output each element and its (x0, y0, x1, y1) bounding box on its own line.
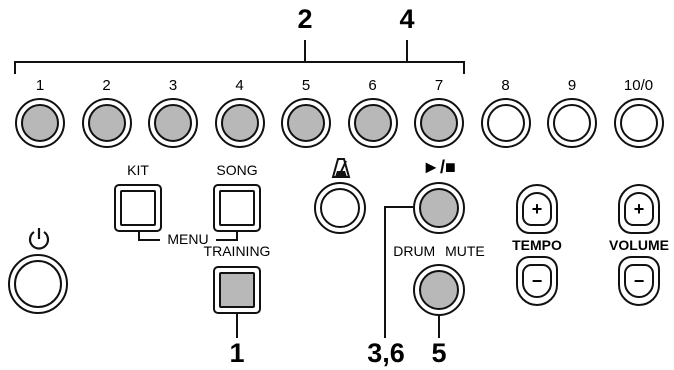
play-stop-label: ►/■ (422, 157, 456, 177)
number-pad-1[interactable] (15, 98, 65, 148)
pad-face (154, 104, 192, 142)
training-leader-line (236, 314, 238, 338)
menu-bracket-right (236, 232, 238, 240)
power-icon (28, 228, 50, 250)
play-leader-horizontal (385, 206, 413, 208)
number-pad-8[interactable] (480, 98, 531, 148)
menu-label: MENU (167, 231, 209, 247)
pad-number-label: 7 (434, 77, 444, 94)
pad-face (220, 104, 259, 142)
bracket-stem-4 (406, 40, 408, 62)
minus-icon: − (624, 264, 654, 298)
bracket-line (14, 61, 465, 63)
pad-number-label: 10/0 (623, 77, 654, 94)
kit-button[interactable] (114, 184, 162, 232)
pad-face (21, 104, 59, 142)
menu-bracket-left (138, 232, 140, 240)
pad-number-label: 1 (35, 77, 45, 94)
pad-number-label: 6 (368, 77, 377, 94)
power-button[interactable] (8, 254, 68, 314)
callout-5: 5 (431, 338, 447, 368)
number-pad-5[interactable] (281, 98, 331, 148)
bracket-left-tick (14, 61, 16, 74)
pad-number-label: 2 (102, 77, 111, 94)
pad-number-label: 9 (567, 77, 577, 94)
callout-4: 4 (399, 4, 415, 34)
metronome-icon (331, 158, 351, 178)
play-leader-vertical (384, 206, 386, 338)
volume-up-button[interactable]: + (618, 184, 660, 234)
metronome-button[interactable] (314, 182, 366, 234)
callout-3-6: 3,6 (367, 338, 405, 368)
menu-bracket-line-left (138, 239, 160, 241)
number-pad-2[interactable] (81, 98, 132, 148)
song-label: SONG (216, 162, 258, 178)
pad-face (486, 104, 525, 142)
menu-bracket-line-right (216, 239, 238, 241)
number-pad-6[interactable] (347, 98, 398, 148)
pad-face (619, 104, 658, 142)
callout-1: 1 (229, 338, 245, 368)
pad-face (287, 104, 325, 142)
kit-label: KIT (127, 162, 149, 178)
number-pad-9[interactable] (547, 98, 597, 148)
drum-mute-button[interactable] (413, 264, 465, 316)
minus-icon: − (522, 264, 552, 298)
training-button[interactable] (213, 266, 261, 314)
number-pad-4[interactable] (214, 98, 265, 148)
pad-number-label: 3 (168, 77, 178, 94)
number-pad-10[interactable] (613, 98, 664, 148)
bracket-stem-2 (304, 40, 306, 62)
play-stop-button[interactable] (413, 182, 465, 234)
volume-down-button[interactable]: − (618, 256, 660, 306)
song-button[interactable] (213, 184, 261, 232)
tempo-up-button[interactable]: + (516, 184, 558, 234)
drum-mute-leader-line (438, 316, 440, 338)
pad-face (87, 104, 126, 142)
tempo-label: TEMPO (512, 237, 562, 253)
plus-icon: + (522, 192, 552, 226)
pad-face (420, 104, 458, 142)
pad-number-label: 8 (501, 77, 510, 94)
number-pad-7[interactable] (414, 98, 464, 148)
callout-2: 2 (297, 4, 313, 34)
pad-number-label: 5 (301, 77, 311, 94)
drum-mute-label: DRUM MUTE (393, 243, 485, 259)
pad-number-label: 4 (235, 77, 244, 94)
bracket-right-tick (463, 61, 465, 74)
pad-face (353, 104, 392, 142)
volume-label: VOLUME (609, 237, 669, 253)
training-label: TRAINING (203, 243, 271, 259)
tempo-down-button[interactable]: − (516, 256, 558, 306)
number-pad-3[interactable] (148, 98, 198, 148)
pad-face (553, 104, 591, 142)
plus-icon: + (624, 192, 654, 226)
